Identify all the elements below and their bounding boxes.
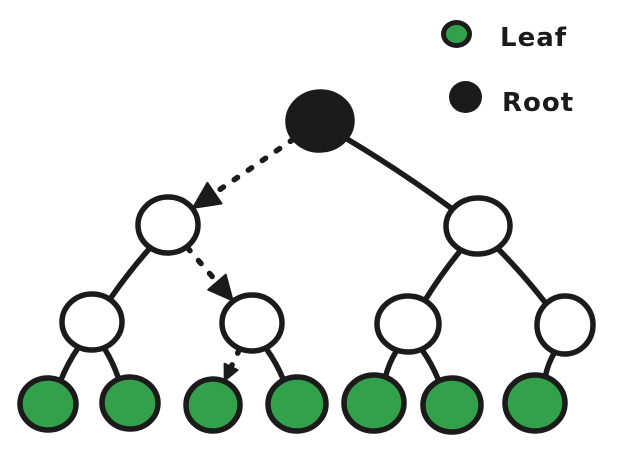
node-leaf-7 bbox=[502, 372, 568, 434]
node-leaf-6 bbox=[420, 375, 484, 435]
node-leaf-3 bbox=[183, 376, 243, 434]
node-root bbox=[285, 89, 355, 153]
arrowhead-root-l bbox=[192, 181, 223, 209]
edge-r-rr bbox=[495, 246, 549, 306]
node-l bbox=[135, 194, 201, 256]
dashed-edge-lr-leaf-3 bbox=[227, 346, 243, 372]
edge-lr-leaf-4 bbox=[263, 345, 286, 382]
node-leaf-4 bbox=[265, 374, 329, 434]
edge-ll-leaf-2 bbox=[101, 345, 122, 382]
node-ll bbox=[59, 291, 125, 353]
node-rl bbox=[374, 293, 442, 355]
node-rr bbox=[534, 293, 596, 357]
edge-rr-leaf-7 bbox=[542, 350, 558, 379]
node-lr bbox=[219, 292, 285, 354]
root-legend-swatch bbox=[449, 81, 482, 113]
arrowhead-l-lr bbox=[207, 273, 234, 302]
node-r bbox=[443, 195, 513, 257]
leaf-legend-swatch bbox=[441, 20, 472, 48]
root-legend-label: Root bbox=[502, 88, 575, 118]
dashed-edge-l-lr bbox=[184, 244, 223, 288]
edge-root-r bbox=[343, 135, 455, 212]
node-leaf-2 bbox=[99, 374, 161, 432]
edge-r-rl bbox=[422, 247, 464, 303]
edge-rl-leaf-6 bbox=[419, 347, 442, 383]
edge-rl-leaf-5 bbox=[382, 348, 400, 379]
arrowhead-lr-leaf-3 bbox=[223, 362, 239, 382]
node-leaf-5 bbox=[341, 372, 407, 434]
node-leaf-1 bbox=[17, 375, 79, 433]
leaf-legend-label: Leaf bbox=[500, 23, 568, 53]
edge-l-ll bbox=[107, 245, 153, 302]
edge-ll-leaf-1 bbox=[58, 345, 81, 383]
dashed-edge-root-l bbox=[208, 136, 297, 199]
